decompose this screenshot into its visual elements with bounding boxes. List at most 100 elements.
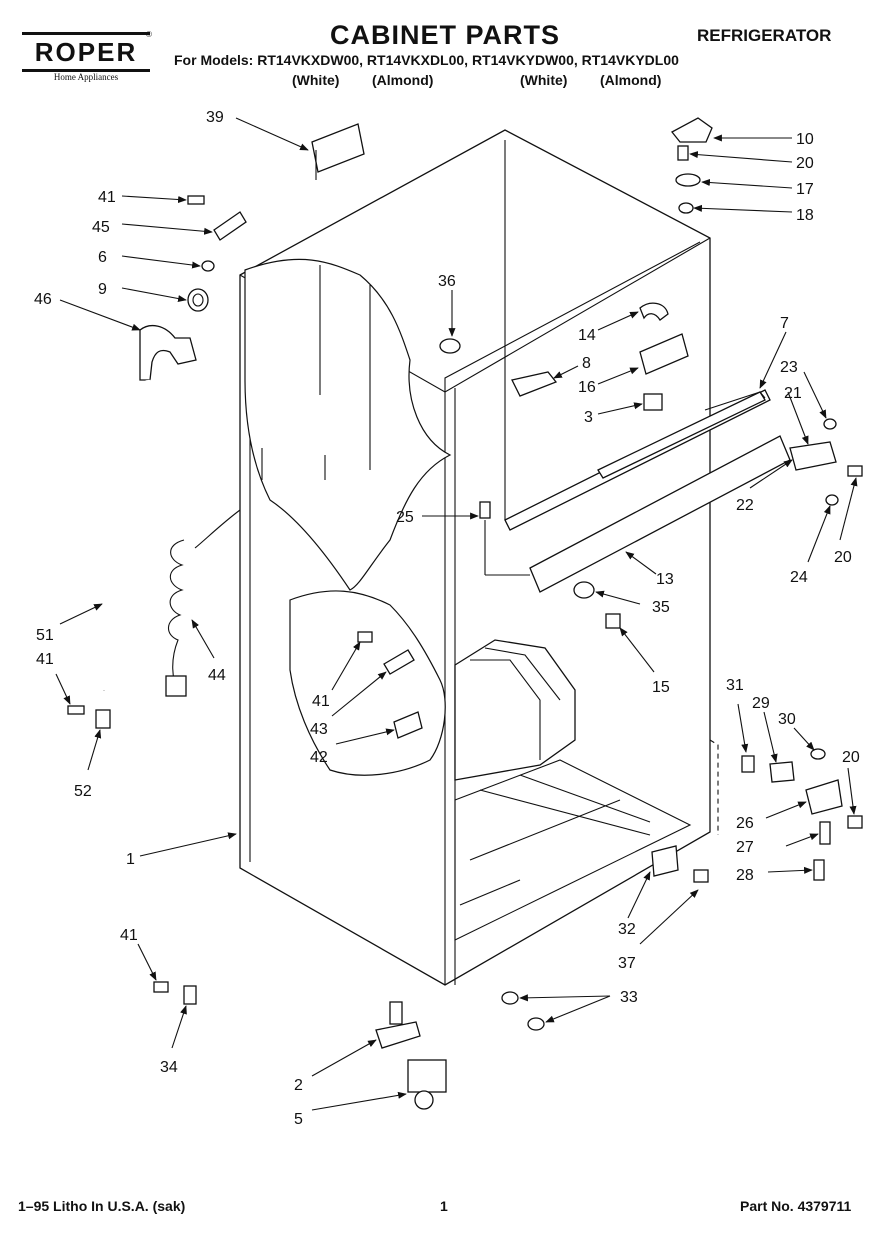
callout-52: 52 <box>74 783 92 800</box>
callout-37: 37 <box>618 955 636 972</box>
callout-45: 45 <box>92 219 110 236</box>
part-8-bracket <box>511 371 558 397</box>
part-16-bracket <box>639 333 689 375</box>
callout-18: 18 <box>796 207 814 224</box>
callout-41: 41 <box>98 189 116 206</box>
callout-20: 20 <box>834 549 852 566</box>
part-30-washer <box>810 748 826 760</box>
brand-logo: ROPER <box>22 32 150 72</box>
callout-21: 21 <box>784 385 802 402</box>
model-list: For Models: RT14VKXDW00, RT14VKXDL00, RT… <box>174 52 679 68</box>
part-44-power-cord <box>167 539 185 691</box>
part-42-clip <box>393 711 423 739</box>
callout-44: 44 <box>208 667 226 684</box>
callout-17: 17 <box>796 181 814 198</box>
callout-1: 1 <box>126 851 135 868</box>
callout-20: 20 <box>796 155 814 172</box>
part-14-clamp <box>639 302 669 321</box>
part-15-screw <box>605 613 621 629</box>
callout-41: 41 <box>120 927 138 944</box>
part-33-cap-lower <box>527 1017 545 1031</box>
part-45-clip <box>213 211 247 241</box>
part-32-plate <box>651 845 679 877</box>
callout-41: 41 <box>312 693 330 710</box>
model-color-2: (Almond) <box>372 72 434 88</box>
part-21-center-hinge <box>789 441 837 471</box>
part-51-drain-tube <box>103 379 150 691</box>
callout-13: 13 <box>656 571 674 588</box>
footer-print-info: 1–95 Litho In U.S.A. (sak) <box>18 1198 186 1214</box>
callout-20: 20 <box>842 749 860 766</box>
footer-part-number: Part No. 4379711 <box>740 1198 852 1214</box>
callout-labels: 39 10 20 17 18 41 45 6 9 46 36 14 7 8 16… <box>34 109 860 1128</box>
callout-23: 23 <box>780 359 798 376</box>
callout-10: 10 <box>796 131 814 148</box>
model-color-3: (White) <box>520 72 568 88</box>
model-color-4: (Almond) <box>600 72 662 88</box>
callout-5: 5 <box>294 1111 303 1128</box>
part-25-screw <box>479 501 491 519</box>
leader-lines <box>55 117 858 1111</box>
part-17-top-hinge <box>675 173 701 187</box>
part-33-cap-upper <box>501 991 519 1005</box>
part-9-grommet <box>187 288 209 312</box>
part-41-screw-top <box>187 195 205 205</box>
callout-14: 14 <box>578 327 596 344</box>
product-category: REFRIGERATOR <box>697 26 832 45</box>
part-29-plate <box>769 761 795 783</box>
part-5-roller <box>407 1059 447 1093</box>
part-20-screw-center <box>847 465 863 477</box>
callout-46: 46 <box>34 291 52 308</box>
small-parts <box>67 117 863 1110</box>
part-28-screw <box>813 859 825 881</box>
callout-33: 33 <box>620 989 638 1006</box>
callout-35: 35 <box>652 599 670 616</box>
part-26-bottom-hinge <box>805 779 843 815</box>
callout-8: 8 <box>582 355 591 372</box>
page-title: CABINET PARTS <box>330 20 561 50</box>
part-31-shim <box>741 755 755 773</box>
footer-page-number: 1 <box>440 1198 448 1214</box>
part-10-hinge-cap <box>671 117 713 143</box>
callout-9: 9 <box>98 281 107 298</box>
part-39-bracket <box>311 123 365 173</box>
part-24-washer <box>825 494 839 506</box>
callout-43: 43 <box>310 721 328 738</box>
callout-7: 7 <box>780 315 789 332</box>
part-3-cap <box>643 393 663 411</box>
part-41-screw-mid <box>357 631 373 643</box>
brand-subtitle: Home Appliances <box>53 72 119 82</box>
part-23-washer <box>823 418 837 430</box>
callout-29: 29 <box>752 695 770 712</box>
part-20-screw-top <box>677 145 689 161</box>
callout-28: 28 <box>736 867 754 884</box>
part-18-bushing <box>678 202 694 214</box>
callout-31: 31 <box>726 677 744 694</box>
cabinet-rails <box>484 389 791 593</box>
part-34-clamp <box>183 985 197 1005</box>
callout-51: 51 <box>36 627 54 644</box>
part-20-screw-bottom <box>847 815 863 829</box>
callout-41: 41 <box>36 651 54 668</box>
part-37-screw <box>693 869 709 883</box>
callout-6: 6 <box>98 249 107 266</box>
part-27-hinge-pin <box>819 821 831 845</box>
callout-32: 32 <box>618 921 636 938</box>
part-41-screw-left <box>67 705 85 715</box>
callout-25: 25 <box>396 509 414 526</box>
part-46-drain-fitting <box>139 324 197 381</box>
brand-trademark: ® <box>146 30 152 39</box>
callout-42: 42 <box>310 749 328 766</box>
callout-39: 39 <box>206 109 224 126</box>
callout-2: 2 <box>294 1077 303 1094</box>
model-color-1: (White) <box>292 72 340 88</box>
brand-name: ROPER <box>34 37 138 67</box>
cabinet-body <box>239 129 719 986</box>
callout-16: 16 <box>578 379 596 396</box>
callout-24: 24 <box>790 569 808 586</box>
callout-26: 26 <box>736 815 754 832</box>
part-35-plug <box>573 581 595 599</box>
callout-34: 34 <box>160 1059 178 1076</box>
part-43-clip <box>383 649 415 675</box>
